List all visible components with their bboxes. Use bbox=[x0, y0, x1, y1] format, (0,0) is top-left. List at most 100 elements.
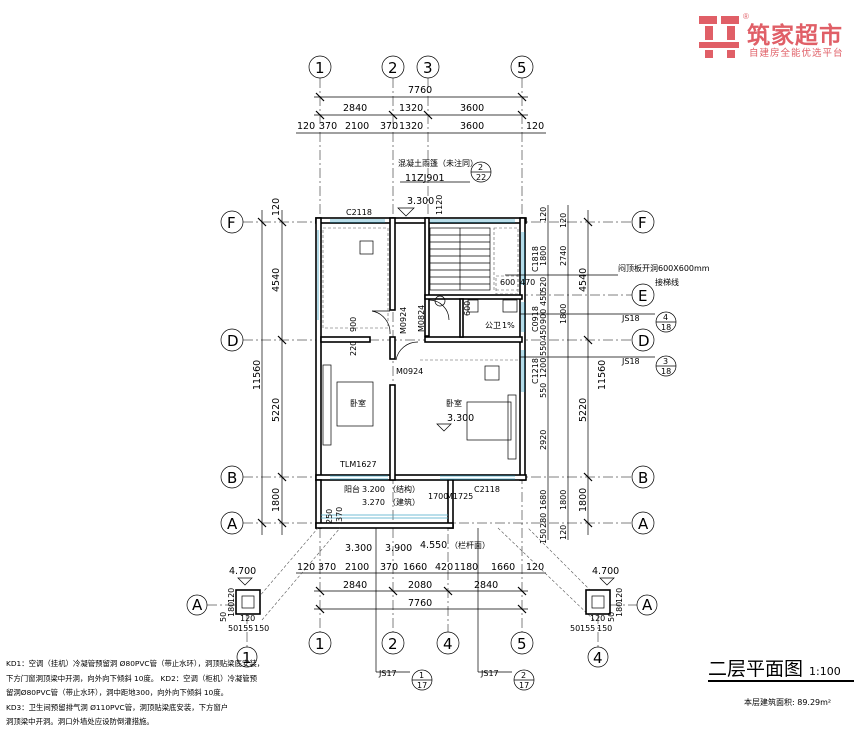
dim-top-row2-a: 2840 bbox=[343, 103, 367, 114]
canopy-ref: 11ZJ901 bbox=[405, 173, 445, 184]
canopy-index-bottom: 22 bbox=[476, 173, 486, 182]
dim-right-seg-1: 4540 bbox=[578, 268, 589, 292]
dim-1120: 1120 bbox=[435, 195, 444, 215]
canopy-note: 混凝土雨篷（未注同） bbox=[398, 158, 478, 168]
dim-top-row3-c: 2100 bbox=[345, 121, 369, 132]
floor-area: 本层建筑面积: 89.29m² bbox=[744, 698, 832, 707]
grid-label-bottom-5: 5 bbox=[517, 635, 527, 653]
door-m0924-a: M0924 bbox=[399, 307, 408, 334]
grid-label-bottom-1: 1 bbox=[315, 635, 325, 653]
dim-top-row3-e: 1320 bbox=[399, 121, 423, 132]
drawing-notes: KD1：空调（挂机）冷凝管预留洞 Ø80PVC管（带止水环），洞顶贴梁底安装， … bbox=[6, 657, 276, 730]
grid-label-bottom-4: 4 bbox=[443, 635, 453, 653]
section-index-bottom: JS17 1 17 JS17 2 17 bbox=[375, 528, 535, 691]
grid-row-B-left: B bbox=[227, 469, 237, 487]
dim-900: 900 bbox=[349, 317, 358, 332]
detail-right: 4.700 A 4 120 180 50 50 155 150 120 bbox=[497, 527, 658, 668]
dim-bottom-row1-f: 420 bbox=[435, 562, 453, 573]
dim-right-fine-9: 550 bbox=[539, 341, 548, 356]
brand-logo-icon bbox=[699, 16, 739, 58]
drawing-scale: 1:100 bbox=[809, 665, 841, 678]
registered-mark: ® bbox=[743, 12, 749, 21]
detail-left-d6: 150 bbox=[254, 624, 269, 633]
window-c0918: C0918 bbox=[531, 306, 540, 332]
dim-top-row3-f: 3600 bbox=[460, 121, 484, 132]
detail-left: 4.700 A 1 120 180 50 50 155 150 120 bbox=[186, 527, 341, 668]
left-dimensions: 11560 4540 5220 1800 120 bbox=[252, 198, 287, 535]
dim-right-fine-7: 450 bbox=[539, 325, 548, 340]
dim-220: 220 bbox=[349, 341, 358, 356]
section-ref-4-code: JS17 bbox=[480, 669, 499, 678]
dim-right-fine-12: 2920 bbox=[539, 430, 548, 450]
dim-370: 370 bbox=[335, 507, 344, 522]
dim-right-fine-3: 2740 bbox=[559, 246, 568, 266]
section-ref-1-code: JS18 bbox=[621, 314, 640, 323]
detail-right-col: 4 bbox=[593, 649, 603, 667]
door-m0924-b: M0924 bbox=[396, 367, 423, 376]
detail-right-d3: 50 bbox=[607, 612, 616, 622]
dim-top-total: 7760 bbox=[408, 85, 432, 96]
detail-left-d5: 155 bbox=[238, 624, 253, 633]
row-grid-axes: F F E D D B B A A bbox=[220, 210, 655, 535]
dim-right-fine-10: 1200 bbox=[539, 358, 548, 378]
dim-600-b: 600 bbox=[463, 301, 472, 316]
brand-name: 筑家超市 bbox=[747, 23, 843, 49]
grid-row-B-right: B bbox=[638, 469, 648, 487]
dim-bottom-row1-h: 1660 bbox=[491, 562, 515, 573]
dim-left-seg-3: 1800 bbox=[271, 488, 282, 512]
grid-label-top-1: 1 bbox=[315, 59, 325, 77]
grid-label-top-2: 2 bbox=[388, 59, 398, 77]
watermark-logo: ® 筑家超市 自建房全能优选平台 bbox=[697, 12, 865, 59]
note-line-1: KD1：空调（挂机）冷凝管预留洞 Ø80PVC管（带止水环），洞顶贴梁底安装， bbox=[6, 659, 265, 668]
hatch-sub: 接梯线 bbox=[655, 277, 679, 287]
section-ref-3-bottom: 17 bbox=[417, 681, 427, 690]
windows bbox=[317, 219, 525, 519]
grid-row-A-left: A bbox=[227, 515, 238, 533]
building-note: （建筑） bbox=[388, 497, 420, 507]
detail-left-row: A bbox=[192, 596, 203, 614]
grid-label-top-5: 5 bbox=[517, 59, 527, 77]
dim-top-row2-c: 3600 bbox=[460, 103, 484, 114]
plan-annotations: 混凝土雨篷（未注同） 11ZJ901 2 22 3.300 1120 C2118… bbox=[325, 158, 710, 554]
dim-right-seg-2: 5220 bbox=[578, 398, 589, 422]
bedroom-left-label: 卧室 bbox=[350, 398, 366, 408]
elevation-3900: 3.900 bbox=[385, 543, 412, 554]
note-line-4: KD3：卫生间预留排气洞 Ø110PVC管，洞顶贴梁底安装，下方窗户 bbox=[6, 702, 229, 712]
detail-left-elevation: 4.700 bbox=[229, 566, 256, 577]
doors bbox=[371, 299, 450, 361]
section-ref-2-bottom: 18 bbox=[661, 367, 671, 376]
grid-row-D-right: D bbox=[638, 332, 650, 350]
detail-left-d2: 180 bbox=[227, 602, 236, 617]
dim-bottom-row1-c: 2100 bbox=[345, 562, 369, 573]
grid-row-F-left: F bbox=[227, 214, 236, 232]
canopy-index-top: 2 bbox=[478, 163, 483, 172]
stair bbox=[429, 227, 519, 291]
window-c1818: C1818 bbox=[531, 246, 540, 272]
dim-bottom-row1-g: 1180 bbox=[454, 562, 478, 573]
dim-right-seg-3: 1800 bbox=[578, 488, 589, 512]
dim-right-fine-16: 280 bbox=[539, 513, 548, 528]
dim-left-seg-1: 4540 bbox=[271, 268, 282, 292]
dim-left-total: 11560 bbox=[252, 360, 263, 390]
window-c2118-top: C2118 bbox=[346, 208, 372, 217]
window-c1218: C1218 bbox=[531, 358, 540, 384]
section-ref-2-top: 3 bbox=[663, 357, 668, 366]
balcony-label: 阳台 bbox=[344, 484, 360, 494]
grid-row-D-left: D bbox=[227, 332, 239, 350]
detail-right-d6: 150 bbox=[597, 624, 612, 633]
dim-600-a: 600 bbox=[500, 278, 515, 287]
detail-right-d1: 120 bbox=[615, 588, 624, 603]
dim-right-fine-15: 120 bbox=[559, 213, 568, 228]
dim-left-seg-2: 5220 bbox=[271, 398, 282, 422]
door-m1725: M1725 bbox=[446, 492, 473, 501]
detail-right-row: A bbox=[642, 596, 653, 614]
dim-250: 250 bbox=[325, 509, 334, 524]
grid-row-A-right: A bbox=[638, 515, 649, 533]
section-ref-2-code: JS18 bbox=[621, 357, 640, 366]
detail-left-d4: 50 bbox=[228, 624, 238, 633]
dim-right-fine-18: 120 bbox=[559, 525, 568, 540]
building-walls bbox=[315, 217, 527, 529]
elevation-4550: 4.550 bbox=[420, 540, 447, 551]
